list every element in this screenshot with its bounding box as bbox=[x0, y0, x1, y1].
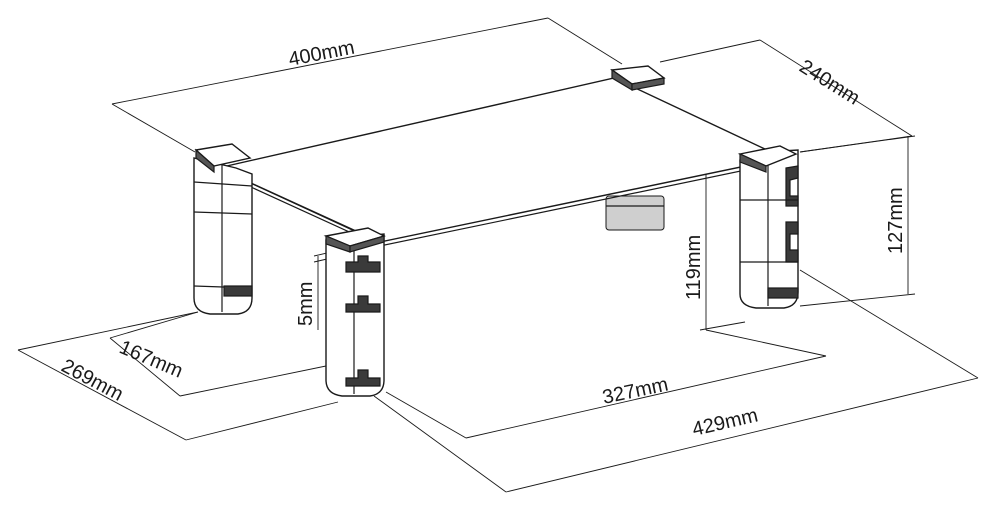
glass-top bbox=[215, 77, 787, 247]
label-outer-leg-span: 429mm bbox=[690, 404, 760, 440]
leg-right-front bbox=[737, 145, 799, 309]
dim-leg-depth-lines bbox=[17, 311, 339, 441]
leg-left-rear bbox=[193, 143, 253, 315]
leg-front-center bbox=[323, 227, 386, 397]
leg-back-right-cap bbox=[610, 65, 666, 92]
label-top-depth: 240mm bbox=[795, 56, 863, 110]
dim-clearance-height bbox=[699, 170, 827, 357]
label-clearance-height: 119mm bbox=[683, 235, 705, 300]
dim-total-height bbox=[799, 135, 916, 307]
leg-back-center bbox=[605, 195, 665, 231]
label-glass-thickness: 5mm bbox=[295, 282, 317, 326]
label-inner-leg-span: 327mm bbox=[600, 374, 670, 409]
dim-leg-span-lines bbox=[373, 269, 979, 493]
label-outer-leg-depth: 269mm bbox=[58, 355, 127, 406]
label-inner-leg-depth: 167mm bbox=[116, 336, 186, 382]
dim-top-width bbox=[111, 17, 623, 153]
label-top-width: 400mm bbox=[287, 37, 357, 71]
label-total-height: 127mm bbox=[885, 187, 907, 254]
